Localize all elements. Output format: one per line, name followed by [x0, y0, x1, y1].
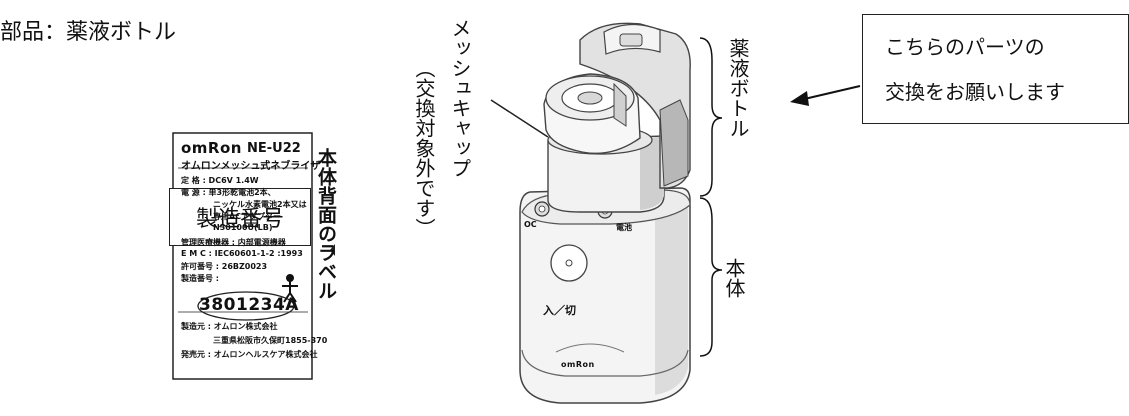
rating-plate: omRon NE-U22 オムロンメッシュ式ネブライザ 定 格 : DC6V 1…	[173, 133, 327, 379]
bottle-brace	[699, 37, 723, 197]
request-line-2: 交換をお願いします	[885, 80, 1065, 104]
device-logo: omRon	[561, 360, 595, 369]
request-arrow-line	[799, 85, 861, 101]
plate-footer-row: 三重県松阪市久保町1855-370	[213, 336, 328, 345]
plate-row: 許可番号 : 26BZ0023	[181, 262, 268, 271]
mesh-cap-note: （交換対象外です）	[412, 58, 436, 238]
body-brace	[699, 197, 723, 357]
request-line-1: こちらのパーツの	[885, 35, 1045, 59]
mesh-cap-leader-line	[490, 99, 549, 138]
plate-row: 電 源 : 単3形乾電池2本、	[181, 188, 276, 197]
page-title: 部品：薬液ボトル	[0, 20, 177, 45]
plate-product-name: オムロンメッシュ式ネブライザ	[181, 161, 321, 172]
serial-number-box: 製造番号	[169, 188, 311, 246]
serial-ellipse	[197, 291, 295, 321]
mesh-cap-label: メッシュキャップ	[448, 18, 472, 178]
plate-footer-row: 製造元 : オムロン株式会社	[181, 322, 278, 331]
plate-brand: omRon	[181, 139, 242, 157]
back-label-caption: 本体背面のラベル	[315, 148, 337, 300]
plate-model: NE-U22	[247, 141, 301, 156]
type-bf-symbol	[282, 274, 298, 303]
request-arrow-head	[790, 91, 809, 106]
replacement-request-box: こちらのパーツの 交換をお願いします	[862, 14, 1129, 124]
plate-footer-row: 発売元 : オムロンヘルスケア株式会社	[181, 350, 318, 359]
nebulizer-device	[519, 22, 691, 404]
plate-row: E M C : IEC60601-1-2 :1993	[181, 249, 303, 258]
plate-row: 製造番号 :	[181, 274, 219, 283]
plate-row: 定 格 : DC6V 1.4W	[181, 176, 259, 185]
plate-row: N30100U(LB)	[213, 223, 273, 232]
power-button-label: 入／切	[543, 304, 576, 317]
plate-row: 管理医療機器 : 内部電源機器	[181, 238, 286, 247]
plate-row: ニッケル水素電池2本又は	[213, 200, 307, 209]
medicine-bottle-label: 薬液ボトル	[726, 38, 750, 138]
device-top-right-mark: 電池	[616, 223, 632, 232]
plate-row: 専用ACアダプター	[213, 212, 282, 221]
main-body-label: 本体	[722, 258, 746, 298]
rating-plate-frame	[172, 132, 313, 380]
device-top-left-mark: OC	[524, 220, 537, 229]
plate-serial-number: 3801234A	[199, 295, 299, 315]
